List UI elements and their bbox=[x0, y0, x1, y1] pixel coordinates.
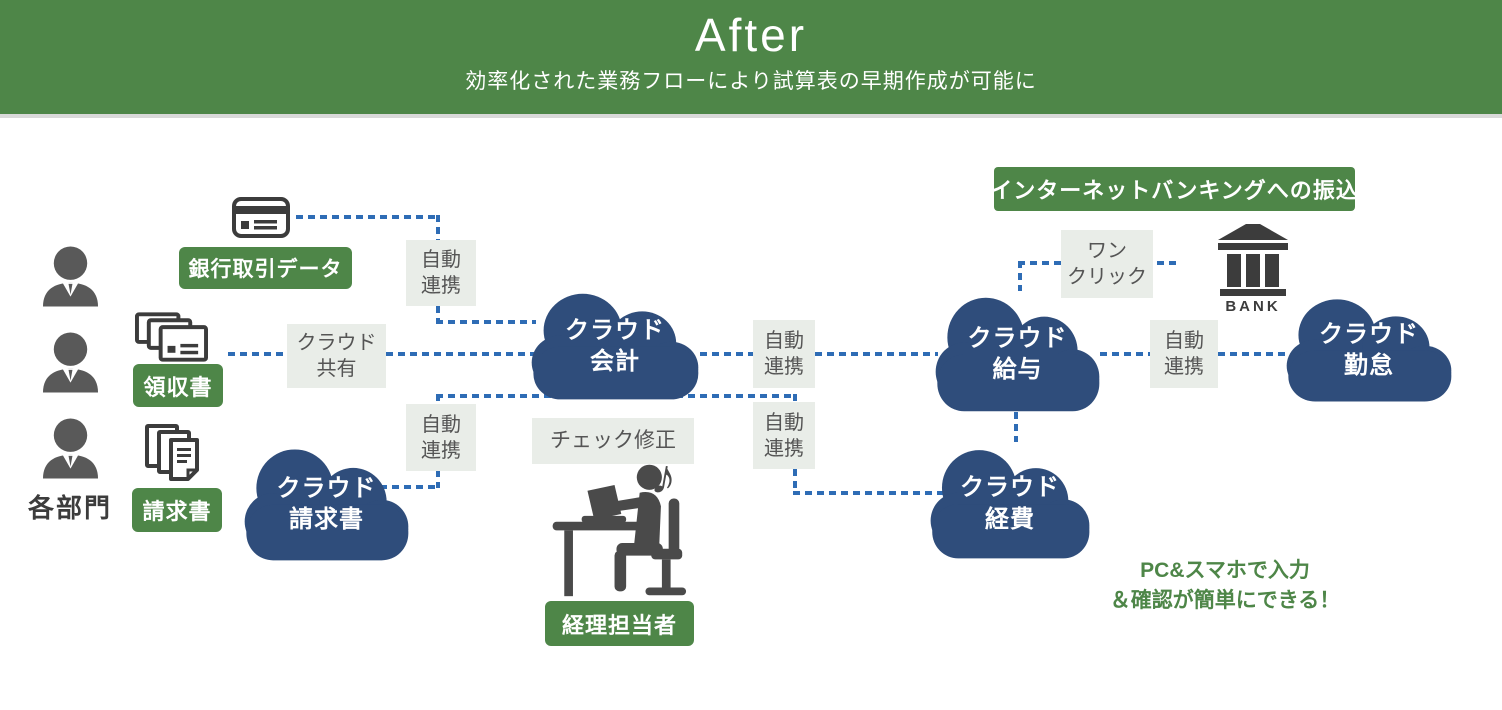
one-click-box: ワン クリック bbox=[1061, 230, 1153, 298]
cloud-invoice: クラウド 請求書 bbox=[243, 436, 410, 562]
auto-link-box-card: 自動 連携 bbox=[406, 240, 476, 306]
internet-banking-label: インターネットバンキングへの振込 bbox=[990, 167, 1358, 211]
department-label: 各部門 bbox=[27, 493, 112, 523]
auto-link-box-attendance: 自動 連携 bbox=[1150, 320, 1218, 388]
invoice-label: 請求書 bbox=[132, 488, 222, 532]
bank-data-label: 銀行取引データ bbox=[179, 247, 352, 289]
connector-autolink5-to-attendance bbox=[1218, 352, 1290, 356]
connector-payroll-up bbox=[1018, 261, 1022, 291]
receipt-label: 領収書 bbox=[133, 364, 223, 407]
auto-link-box-payroll: 自動 連携 bbox=[753, 320, 815, 388]
connector-card-down bbox=[436, 215, 440, 242]
page-subtitle: 効率化された業務フローにより試算表の早期作成が可能に bbox=[465, 69, 1037, 93]
check-fix-box: チェック修正 bbox=[532, 418, 694, 464]
connector-into-autolink2 bbox=[436, 394, 440, 406]
person-icon bbox=[42, 329, 99, 393]
pc-smartphone-note: PC&スマホで入力 ＆確認が簡単にできる！ bbox=[1109, 559, 1341, 613]
connector-payroll-to-oneclick bbox=[1018, 261, 1061, 265]
cloud-accounting-label: クラウド 会計 bbox=[565, 316, 665, 375]
connector-autolink3-to-payroll bbox=[815, 352, 938, 356]
bank-caption: BANK bbox=[1225, 298, 1281, 315]
connector-card-to-autolink bbox=[296, 215, 438, 219]
connector-to-invoice-cloud bbox=[380, 485, 440, 489]
bank-building-icon bbox=[1216, 224, 1290, 296]
auto-link-box-invoice: 自動 連携 bbox=[406, 404, 476, 471]
header-banner: After 効率化された業務フローにより試算表の早期作成が可能に bbox=[0, 0, 1502, 118]
connector-into-autolink4 bbox=[793, 394, 797, 406]
auto-link-box-expense: 自動 連携 bbox=[753, 402, 815, 469]
connector-autolink1-to-accounting bbox=[436, 320, 536, 324]
cloud-expense: クラウド 経費 bbox=[929, 437, 1091, 560]
cloud-accounting: クラウド 会計 bbox=[530, 281, 700, 401]
cloud-share-box: クラウド 共有 bbox=[287, 324, 386, 388]
connector-oneclick-to-bank bbox=[1157, 261, 1179, 265]
page-title: After bbox=[694, 9, 808, 61]
connector-autolink1-down bbox=[436, 306, 440, 323]
connector-autolink2-down bbox=[436, 470, 440, 488]
connector-to-expense-cloud bbox=[793, 491, 943, 495]
credit-card-icon bbox=[232, 197, 290, 238]
connector-payroll-to-autolink5 bbox=[1100, 352, 1150, 356]
accounting-staff-label: 経理担当者 bbox=[545, 601, 694, 646]
cloud-attendance-label: クラウド 勤怠 bbox=[1319, 320, 1419, 379]
receipt-stack-icon bbox=[135, 312, 208, 362]
cloud-expense-label: クラウド 経費 bbox=[960, 474, 1060, 533]
connector-receipt-to-share bbox=[228, 352, 288, 356]
connector-accounting-to-autolink3 bbox=[700, 352, 753, 356]
cloud-payroll: クラウド 給与 bbox=[934, 284, 1101, 413]
accountant-desk-icon bbox=[550, 456, 710, 601]
invoice-documents-icon bbox=[145, 424, 205, 482]
cloud-payroll-label: クラウド 給与 bbox=[967, 324, 1068, 383]
connector-payroll-to-expense bbox=[1014, 412, 1018, 442]
cloud-invoice-label: クラウド 請求書 bbox=[276, 474, 377, 534]
connector-autolink4-down bbox=[793, 469, 797, 492]
person-icon bbox=[42, 415, 99, 479]
cloud-attendance: クラウド 勤怠 bbox=[1285, 287, 1453, 403]
connector-share-to-accounting bbox=[386, 352, 534, 356]
person-icon bbox=[42, 243, 99, 307]
